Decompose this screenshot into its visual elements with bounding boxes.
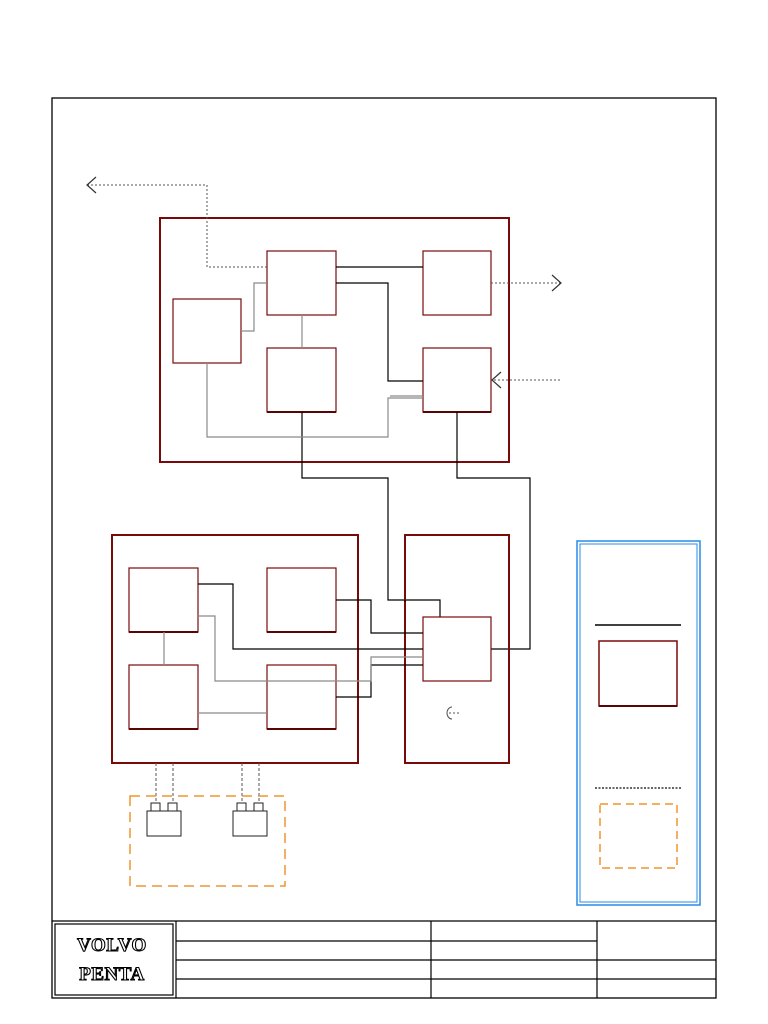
module-upper-left	[172, 298, 242, 364]
module-upper-center-top	[266, 250, 337, 316]
wire-b-to-hub	[336, 599, 423, 634]
module-upper-right-bottom	[422, 347, 492, 413]
title-block	[52, 920, 716, 998]
connector-left-icon	[146, 802, 182, 837]
wire-a-to-hub-2	[198, 615, 423, 682]
sensor-icon	[446, 706, 461, 720]
legend-frame-outer	[576, 540, 701, 906]
module-lower-a	[128, 567, 199, 633]
logo-box	[54, 923, 174, 996]
optional-connector-group	[129, 795, 286, 887]
logo-line-1: VOLVO	[77, 935, 147, 956]
wire-left-bottom-loop	[206, 363, 423, 438]
module-upper-center-bottom	[266, 347, 337, 413]
arrow-right-icon	[551, 274, 562, 292]
module-upper-right-top	[422, 250, 492, 316]
wire-left-to-center	[241, 282, 267, 332]
wire-center-bottom-down	[301, 412, 441, 617]
signal-out-left	[88, 184, 267, 268]
wire-right-bottom-down	[456, 412, 531, 650]
arrow-left-icon	[86, 176, 97, 194]
wire-a-to-hub	[198, 583, 423, 650]
connector-drops	[155, 763, 260, 803]
module-lower-d	[266, 664, 337, 730]
upper-wiring-secondary	[206, 282, 423, 438]
lower-left-modules	[128, 567, 337, 730]
legend-frame-inner	[579, 543, 698, 903]
module-lower-c	[128, 664, 199, 730]
connector-right-icon	[232, 802, 268, 837]
wire-center-to-right-bottom	[336, 282, 423, 382]
upper-modules	[172, 250, 492, 413]
lower-module-shadows	[129, 631, 336, 730]
module-lower-hub	[422, 616, 492, 682]
upper-module-group	[159, 217, 510, 463]
logo-line-2: PENTA	[79, 964, 144, 985]
arrow-heads	[86, 176, 562, 389]
legend-module-sample	[598, 640, 678, 707]
lower-wiring-secondary	[163, 615, 423, 714]
drawing-frame	[51, 97, 717, 999]
upper-wiring-primary	[301, 266, 531, 650]
arrow-in-icon	[491, 371, 502, 389]
module-lower-b	[266, 567, 337, 633]
legend-optional-sample	[599, 803, 678, 869]
external-signals	[88, 184, 560, 381]
